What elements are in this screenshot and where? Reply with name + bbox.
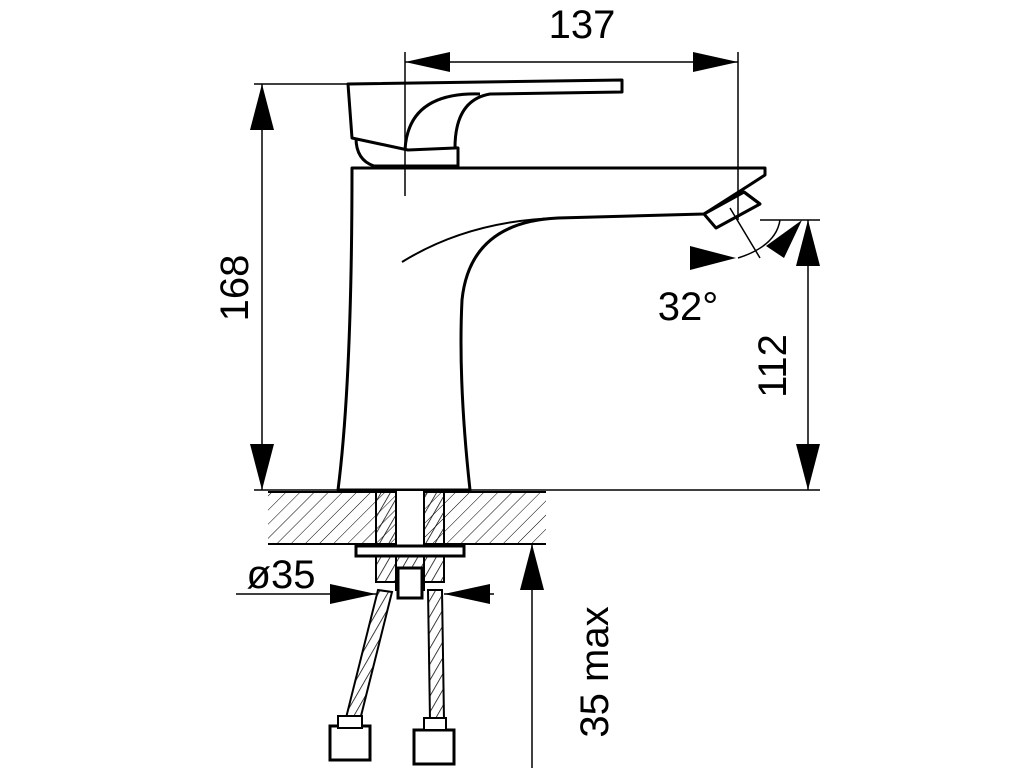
spout-height-label: 112 [751, 334, 795, 398]
angle-label: 32° [658, 285, 719, 329]
dim-height [250, 83, 820, 491]
dim-angle [690, 207, 802, 270]
dim-spout-height [760, 219, 820, 490]
width-label: 137 [549, 3, 616, 47]
dim-diameter [236, 584, 494, 604]
dim-counter-thickness [520, 544, 544, 768]
dim-width [404, 52, 739, 220]
counter-thickness-label: 35 max [573, 606, 617, 737]
diameter-label: ø35 [247, 553, 316, 597]
height-label: 168 [213, 255, 257, 322]
body-curve [401, 217, 561, 263]
flex-hoses [328, 588, 456, 766]
mounting-assembly [354, 489, 466, 600]
faucet-body [336, 78, 767, 492]
